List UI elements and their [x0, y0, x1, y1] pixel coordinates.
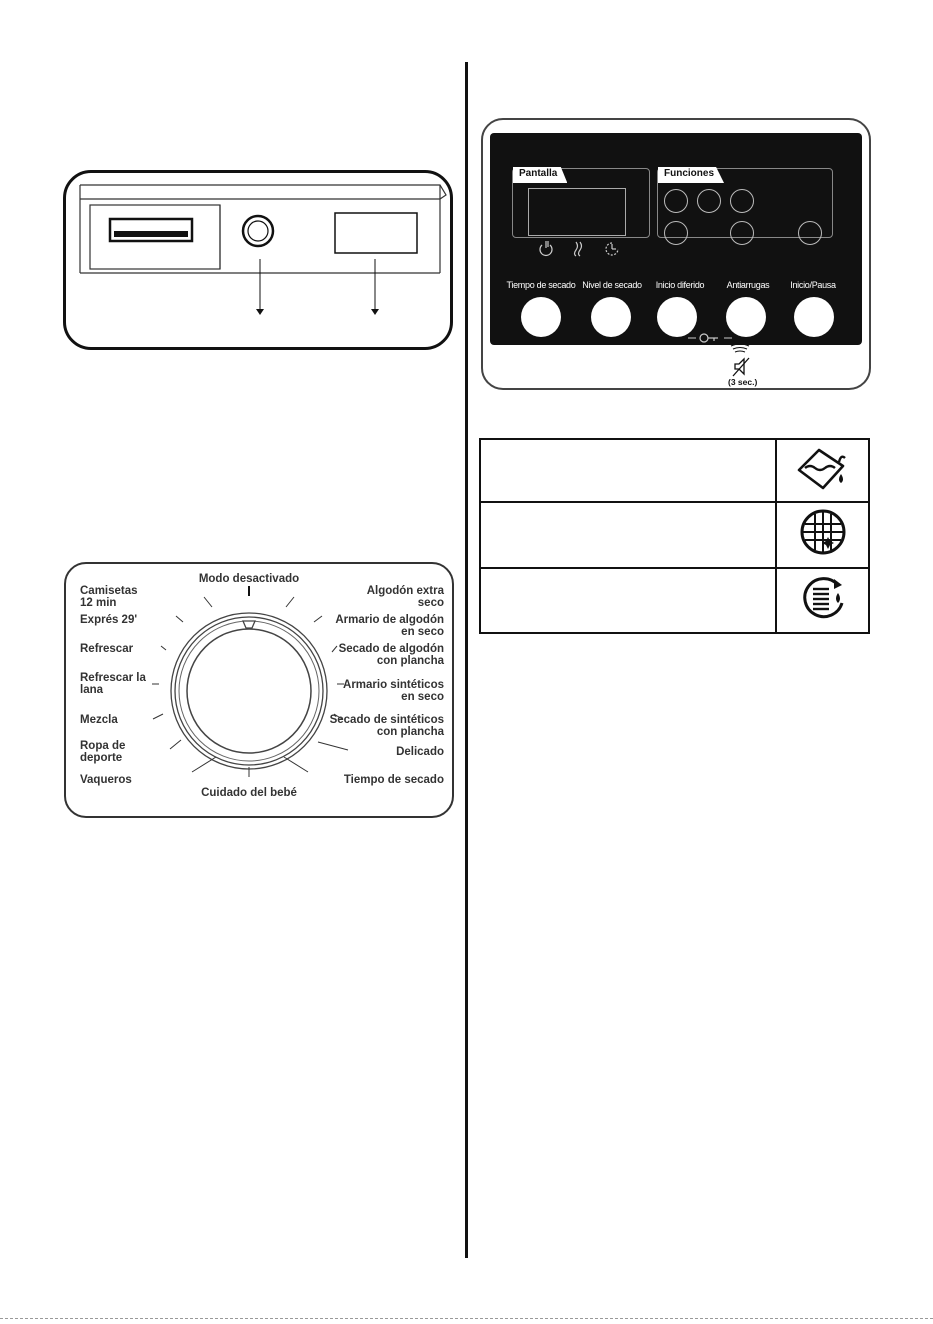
- table-cell: [775, 501, 870, 569]
- dial-label-left: Exprés 29': [80, 614, 138, 626]
- dial-label-right: Secado de algodón con plancha: [338, 643, 444, 667]
- footer-rule: [0, 1318, 933, 1319]
- dial-label-right: Tiempo de secado: [343, 774, 444, 786]
- function-indicator: [697, 189, 721, 213]
- display-tag: Pantalla: [513, 167, 568, 183]
- function-icons-table: [479, 437, 870, 635]
- dial-label-left: Refrescar la lana: [80, 672, 146, 696]
- table-cell: [479, 501, 777, 569]
- function-indicator: [664, 221, 688, 245]
- table-cell: [775, 437, 870, 504]
- dial-label-right: Delicado: [396, 746, 444, 758]
- timer-icon: [539, 241, 553, 256]
- program-knob-icon: [152, 586, 349, 777]
- water-drawer-icon: [108, 217, 194, 243]
- delay-start-button[interactable]: [657, 297, 697, 337]
- dial-label-left: Mezcla: [80, 714, 118, 726]
- start-pause-button[interactable]: [794, 297, 834, 337]
- dial-label-right: Armario de algodón en seco: [335, 614, 444, 638]
- button-label: Tiempo de secado: [506, 280, 576, 290]
- dial-label-right: Secado de sintéticos con plancha: [329, 714, 444, 738]
- control-panel-outline: [334, 212, 418, 254]
- mute-hint: (3 sec.): [728, 377, 758, 387]
- function-indicator: [730, 189, 754, 213]
- control-panel-face: Pantalla Funciones Tiempo de secado Nive…: [490, 133, 862, 345]
- button-label: Inicio/Pausa: [790, 280, 836, 290]
- sound-mute-icon: [730, 343, 750, 377]
- function-indicator: [798, 221, 822, 245]
- dial-label-left: Ropa de deporte: [80, 740, 126, 764]
- child-lock-key-icon: [688, 333, 732, 343]
- dial-label-left: Vaqueros: [80, 774, 132, 786]
- dial-title: Modo desactivado: [198, 573, 300, 585]
- condenser-cycle-icon: [802, 576, 843, 618]
- functions-tag: Funciones: [658, 167, 725, 183]
- page-column-divider: [465, 62, 468, 1258]
- water-tank-icon: [797, 448, 846, 490]
- delay-clock-icon: [605, 242, 619, 256]
- table-cell: [479, 566, 777, 635]
- drying-level-button[interactable]: [591, 297, 631, 337]
- table-row: [479, 501, 870, 569]
- dryer-front-panel-diagram: [63, 170, 453, 350]
- dial-label-right: Armario sintéticos en seco: [343, 679, 444, 703]
- function-indicator: [730, 221, 754, 245]
- drying-time-button[interactable]: [521, 297, 561, 337]
- dial-label-left: Camisetas 12 min: [80, 585, 138, 609]
- program-dial-diagram: Modo desactivado Camisetas 12 min Exprés…: [64, 562, 454, 818]
- program-knob-icon: [241, 214, 275, 248]
- control-panel-diagram: Pantalla Funciones Tiempo de secado Nive…: [481, 118, 871, 390]
- button-label: Antiarrugas: [726, 280, 770, 290]
- display-window: [528, 188, 626, 236]
- table-row: [479, 437, 870, 504]
- dial-label-bottom: Cuidado del bebé: [201, 787, 297, 799]
- anti-crease-button[interactable]: [726, 297, 766, 337]
- table-cell: [775, 566, 870, 635]
- dial-label-right: Algodón extra seco: [366, 585, 444, 609]
- display-section: Pantalla: [512, 167, 650, 238]
- filter-grid-icon: [800, 509, 845, 555]
- function-indicator: [664, 189, 688, 213]
- button-label: Nivel de secado: [582, 280, 642, 290]
- table-cell: [479, 437, 777, 504]
- button-label: Inicio diferido: [655, 280, 705, 290]
- table-row: [479, 566, 870, 635]
- dial-label-left: Refrescar: [80, 643, 134, 655]
- steam-icon: [573, 241, 583, 257]
